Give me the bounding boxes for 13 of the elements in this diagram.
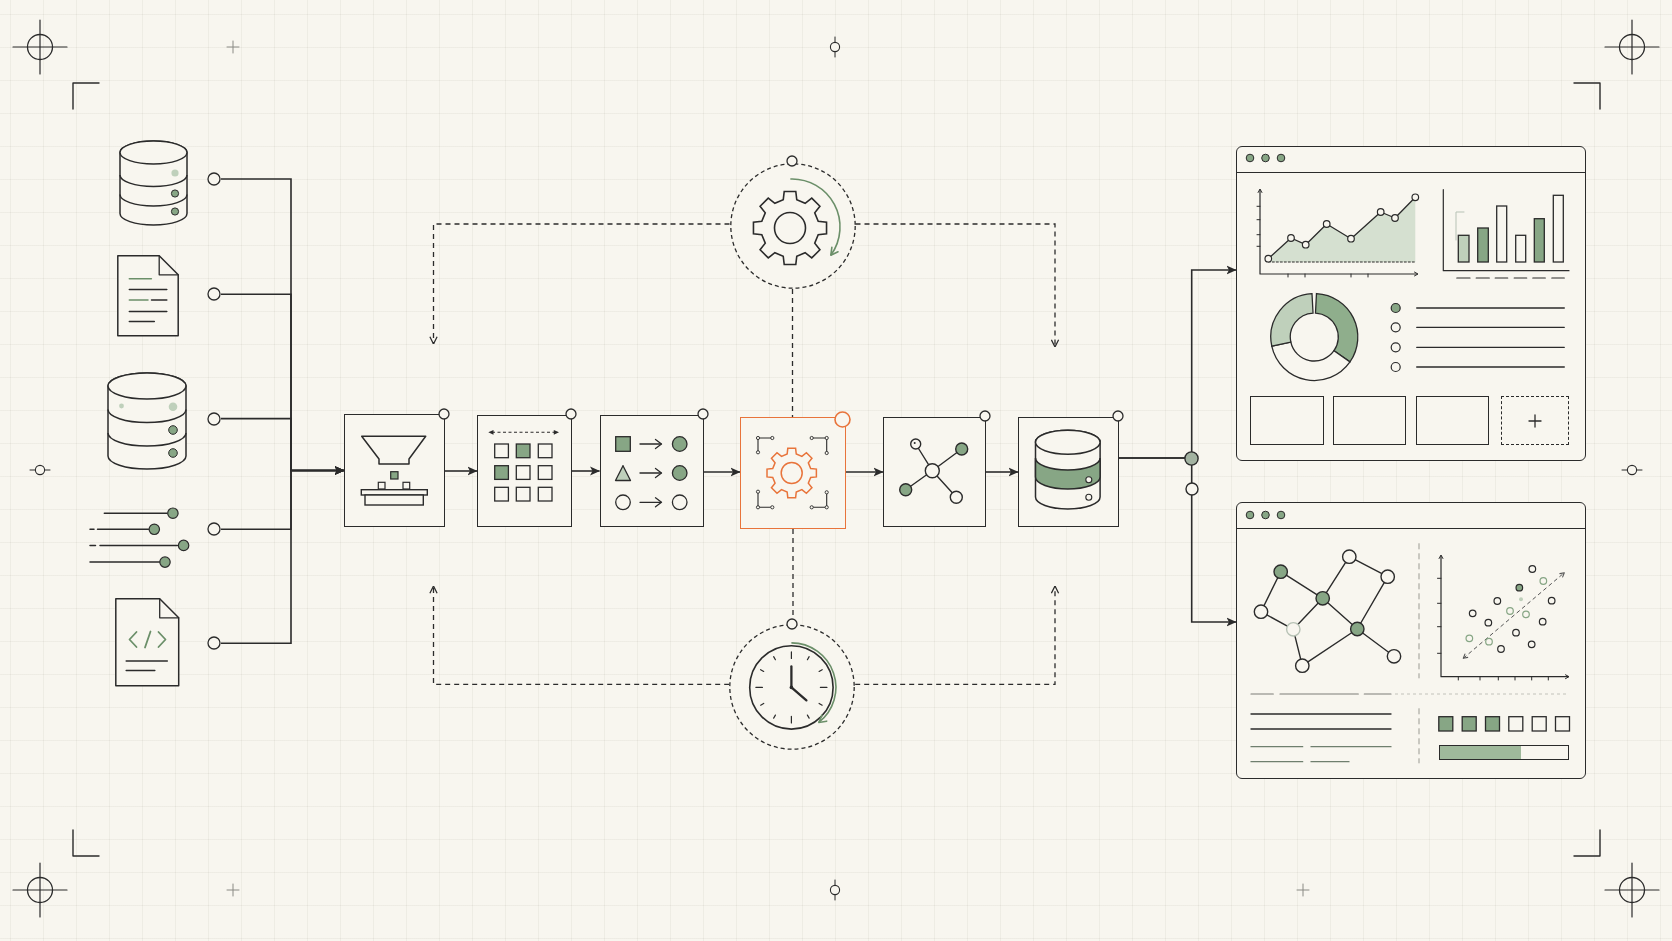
arrow [845,467,884,477]
arrow [985,467,1019,477]
dashboard-window [1236,502,1586,779]
dashed-arrow [429,223,731,345]
dashed-arrow [429,585,730,686]
arrow [1117,457,1237,627]
dashed-arrow [854,223,1060,348]
dashboard-window [1236,146,1586,461]
arrow [570,466,601,476]
arrow [702,467,741,477]
dashed-arrow [854,585,1060,686]
arrow [444,466,478,476]
dashed-line [791,288,794,418]
